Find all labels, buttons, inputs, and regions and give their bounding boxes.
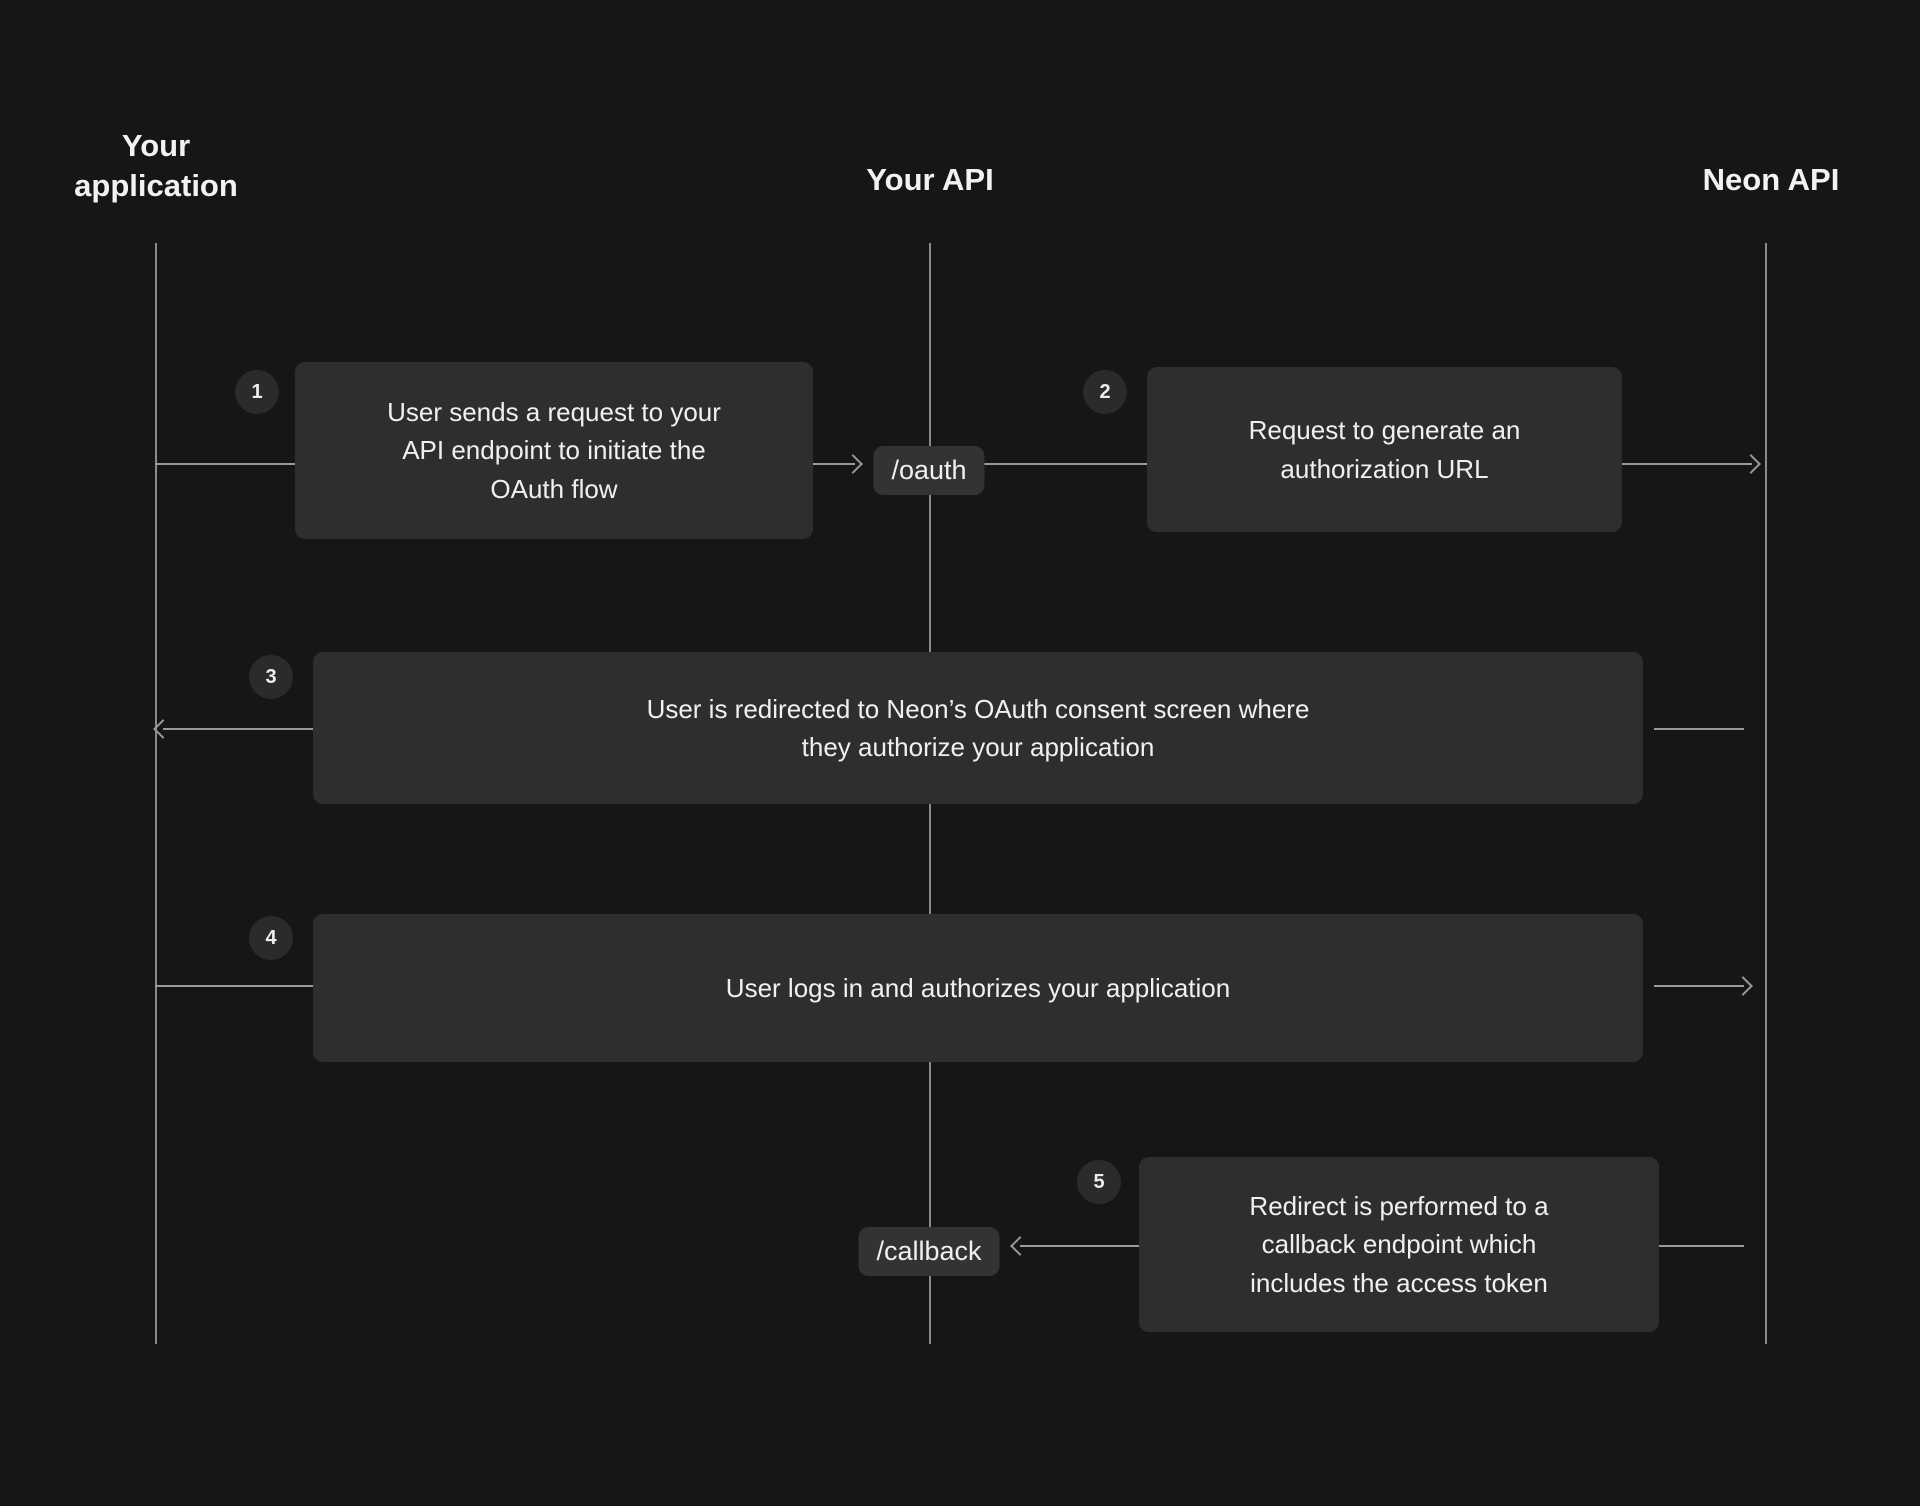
lifeline-neon-api — [1765, 243, 1767, 1344]
step-box-3: User is redirected to Neon’s OAuth conse… — [313, 652, 1643, 804]
step-badge-1: 1 — [235, 370, 279, 414]
step-text-2: Request to generate an authorization URL — [1248, 415, 1521, 484]
endpoint-pill-callback[interactable]: /callback — [858, 1227, 1000, 1276]
connector-step-1-to-oauth — [800, 463, 855, 465]
connector-step-1-left — [155, 463, 295, 465]
column-header-your-application: Your application — [74, 128, 238, 203]
connector-step-4-right — [1654, 985, 1744, 987]
connector-step-3-right — [1654, 728, 1744, 730]
endpoint-pill-oauth[interactable]: /oauth — [873, 446, 985, 495]
step-badge-3: 3 — [249, 655, 293, 699]
step-badge-5: 5 — [1077, 1160, 1121, 1204]
arrowhead-step-2-right — [1741, 454, 1761, 474]
step-text-3: User is redirected to Neon’s OAuth conse… — [646, 693, 1310, 762]
step-badge-4: 4 — [249, 916, 293, 960]
step-box-1: User sends a request to your API endpoin… — [295, 362, 813, 539]
column-header-your-api: Your API — [866, 162, 994, 197]
connector-step-3-left — [163, 728, 313, 730]
step-text-1: User sends a request to your API endpoin… — [387, 397, 721, 504]
step-box-5: Redirect is performed to a callback endp… — [1139, 1157, 1659, 1332]
column-header-neon-api: Neon API — [1702, 162, 1840, 197]
connector-step-4-left — [155, 985, 313, 987]
step-badge-2: 2 — [1083, 370, 1127, 414]
step-box-2: Request to generate an authorization URL — [1147, 367, 1622, 532]
lifeline-your-application — [155, 243, 157, 1344]
step-text-4: User logs in and authorizes your applica… — [725, 972, 1231, 1003]
step-text-5: Redirect is performed to a callback endp… — [1249, 1191, 1549, 1298]
connector-step-5-right — [1654, 1245, 1744, 1247]
connector-step-5-left — [1020, 1245, 1140, 1247]
arrowhead-step-4-right — [1733, 976, 1753, 996]
step-box-4: User logs in and authorizes your applica… — [313, 914, 1643, 1062]
connector-step-2-left — [931, 463, 1147, 465]
connector-step-2-right — [1622, 463, 1752, 465]
